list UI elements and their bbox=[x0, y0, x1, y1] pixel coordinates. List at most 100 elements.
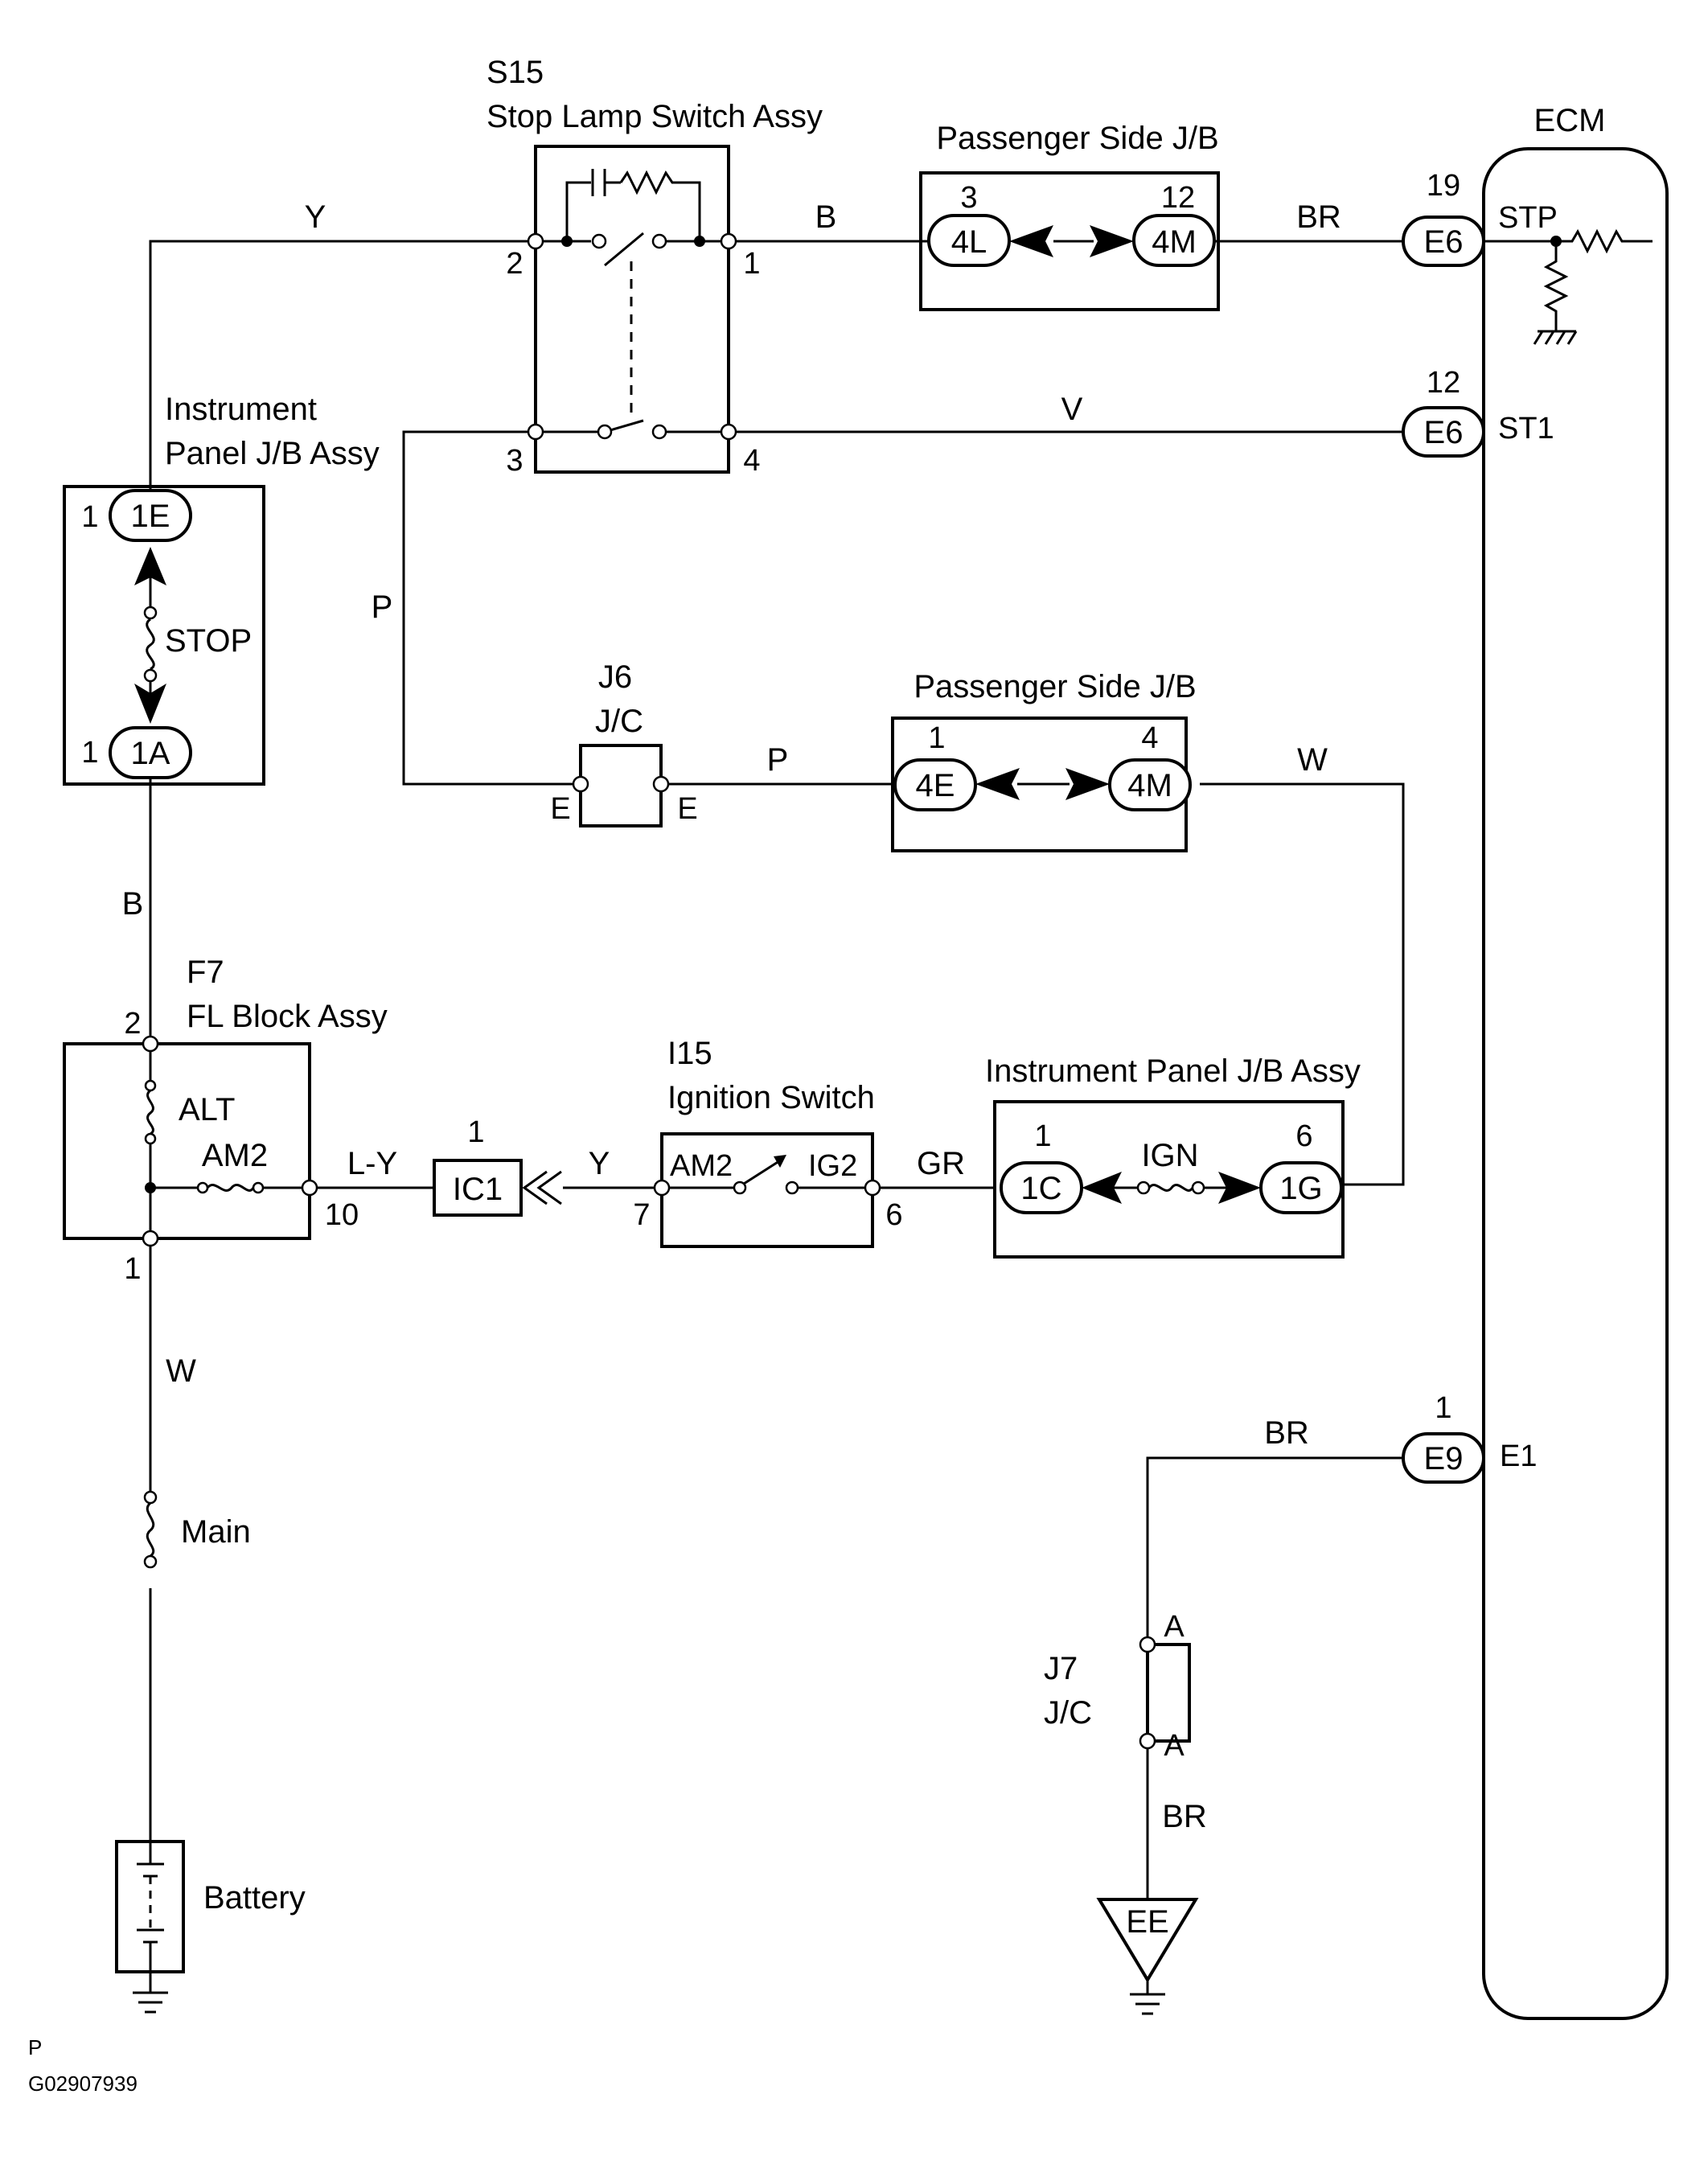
ignition-code: I15 bbox=[667, 1036, 712, 1071]
stop-switch-pin-2-label: 2 bbox=[506, 247, 523, 281]
wire-label-v: V bbox=[1061, 392, 1083, 427]
wire-label-ly: L-Y bbox=[347, 1146, 397, 1181]
stop-switch-pin-3-label: 3 bbox=[506, 444, 523, 478]
passenger-jb-mid-name: Passenger Side J/B bbox=[914, 669, 1196, 704]
connector-arrow-right-icon-2 bbox=[1065, 768, 1110, 800]
stop-switch-contact-d bbox=[651, 424, 667, 440]
stop-switch-bypass bbox=[565, 181, 591, 241]
battery-ground-icon bbox=[133, 1991, 168, 2014]
ecm-label: ECM bbox=[1534, 103, 1606, 138]
ignition-switch: I15 Ignition Switch AM2 IG2 7 6 bbox=[633, 1036, 903, 1248]
connector-arrow-right-icon bbox=[1090, 225, 1134, 257]
ic1-label: IC1 bbox=[453, 1172, 503, 1207]
wire-label-gr: GR bbox=[917, 1146, 965, 1181]
ignition-pin-in: 7 bbox=[633, 1198, 650, 1232]
connector-4l bbox=[927, 214, 1011, 267]
ecm-stp-connector bbox=[1402, 216, 1485, 267]
ignition-name: Ignition Switch bbox=[667, 1080, 875, 1115]
stp-resistor-vertical bbox=[1543, 241, 1569, 331]
wire-p-left bbox=[402, 430, 581, 786]
j6-left-node bbox=[572, 775, 589, 793]
ic1-arrow-icon bbox=[522, 1170, 548, 1205]
stop-switch-name: Stop Lamp Switch Assy bbox=[487, 99, 823, 134]
ic1-connector: 1 IC1 bbox=[433, 1115, 562, 1217]
connector-1a bbox=[109, 726, 192, 779]
connector-arrow-right-icon-3 bbox=[1218, 1172, 1261, 1204]
ecm-st1-terminal: ST1 bbox=[1498, 412, 1554, 446]
ecm-e1-conn-label: E9 bbox=[1424, 1441, 1464, 1476]
j7-top-label: A bbox=[1164, 1610, 1185, 1644]
ignition-node-in bbox=[653, 1179, 671, 1197]
stop-switch-pin-3 bbox=[527, 423, 544, 441]
ecm-e1-connector bbox=[1402, 1432, 1485, 1484]
connector-4e-label: 4E bbox=[916, 768, 955, 803]
ecm: ECM 19 E6 STP 12 E6 ST1 1 E9 E1 bbox=[1402, 103, 1669, 2020]
wire-w-right bbox=[1200, 782, 1405, 1186]
ecm-st1-connector bbox=[1402, 406, 1485, 458]
battery: Battery bbox=[115, 1840, 306, 2014]
ic1-pin: 1 bbox=[467, 1115, 484, 1149]
fl-block-node-right bbox=[301, 1179, 318, 1197]
ic1-body bbox=[433, 1159, 523, 1217]
connector-1e bbox=[109, 489, 192, 542]
passenger-jb-mid-right-pin: 4 bbox=[1141, 721, 1158, 755]
connector-1c-label: 1C bbox=[1020, 1171, 1061, 1206]
ground-ee: EE bbox=[1096, 1898, 1199, 2015]
wire-label-b-top: B bbox=[815, 199, 837, 235]
fl-block-node-bottom bbox=[142, 1230, 159, 1247]
wire-color-labels: Y B BR V P P W B L-Y Y GR W BR BR bbox=[122, 199, 1341, 1834]
connector-4m-mid bbox=[1108, 758, 1192, 811]
stop-fuse-label: STOP bbox=[165, 623, 252, 659]
stop-switch-pin-2 bbox=[527, 232, 544, 250]
j7-top-node bbox=[1139, 1636, 1156, 1653]
stop-switch-blade-top bbox=[604, 232, 644, 267]
passenger-jb-top-body bbox=[919, 171, 1220, 311]
connector-1e-label: 1E bbox=[131, 499, 170, 534]
ecm-body bbox=[1482, 147, 1669, 2020]
j6-name: J/C bbox=[595, 704, 643, 739]
j6-right-node bbox=[652, 775, 670, 793]
j6-left-label: E bbox=[550, 792, 570, 826]
battery-label: Battery bbox=[203, 1880, 306, 1916]
main-fuse-icon bbox=[146, 1501, 155, 1558]
ignition-node-out bbox=[864, 1179, 881, 1197]
connector-arrow-left-icon-3 bbox=[1082, 1172, 1122, 1204]
connector-4m-mid-label: 4M bbox=[1127, 768, 1172, 803]
fl-block: F7 FL Block Assy 2 ALT AM2 10 1 bbox=[63, 955, 388, 1286]
stp-resistor-horizontal bbox=[1556, 228, 1653, 254]
j6-right-label: E bbox=[677, 792, 697, 826]
ecm-stp-pin: 19 bbox=[1427, 169, 1460, 203]
passenger-jb-mid-left-pin: 1 bbox=[928, 721, 945, 755]
instrument-jb-left-name-2: Panel J/B Assy bbox=[165, 436, 380, 471]
stop-switch-code: S15 bbox=[487, 55, 544, 90]
wire-label-p-left: P bbox=[372, 589, 393, 625]
main-fuse: Main bbox=[138, 1490, 251, 1588]
alt-fuse-icon bbox=[146, 1089, 154, 1135]
j7-junction: J7 J/C A A bbox=[1044, 1610, 1191, 1763]
alt-fuse-label: ALT bbox=[179, 1092, 235, 1127]
stop-fuse-icon bbox=[146, 618, 155, 671]
stop-lamp-switch: S15 Stop Lamp Switch Assy 2 1 bbox=[487, 55, 823, 478]
footer-figure-id: G02907939 bbox=[28, 2072, 138, 2096]
ee-ground-icon bbox=[1130, 1993, 1165, 2015]
fl-block-code: F7 bbox=[187, 955, 224, 990]
instrument-jb-right: Instrument Panel J/B Assy 1 6 1C 1G IGN bbox=[985, 1053, 1361, 1259]
passenger-jb-top-name: Passenger Side J/B bbox=[936, 121, 1218, 156]
instrument-jb-left: Instrument Panel J/B Assy 1 1E STOP 1 1A bbox=[63, 392, 380, 786]
fl-block-pin-top: 2 bbox=[124, 1007, 141, 1041]
wire-label-p-mid: P bbox=[767, 742, 789, 778]
connector-4l-label: 4L bbox=[951, 224, 987, 260]
connector-arrow-left-icon-2 bbox=[975, 768, 1020, 800]
wire-label-br-e1: BR bbox=[1264, 1415, 1309, 1451]
wire-label-b-left: B bbox=[122, 886, 144, 922]
connector-4m-top bbox=[1132, 214, 1216, 267]
connector-arrow-up-icon bbox=[134, 547, 166, 585]
fl-block-pin-bottom: 1 bbox=[124, 1252, 141, 1286]
stop-switch-pin-1 bbox=[720, 232, 737, 250]
instrument-jb-left-bottom-pin: 1 bbox=[81, 736, 98, 770]
instrument-jb-right-name: Instrument Panel J/B Assy bbox=[985, 1053, 1361, 1089]
am2-fuse-label: AM2 bbox=[202, 1138, 268, 1173]
stop-switch-pin-1-label: 1 bbox=[743, 247, 760, 281]
connector-4e bbox=[893, 758, 977, 811]
